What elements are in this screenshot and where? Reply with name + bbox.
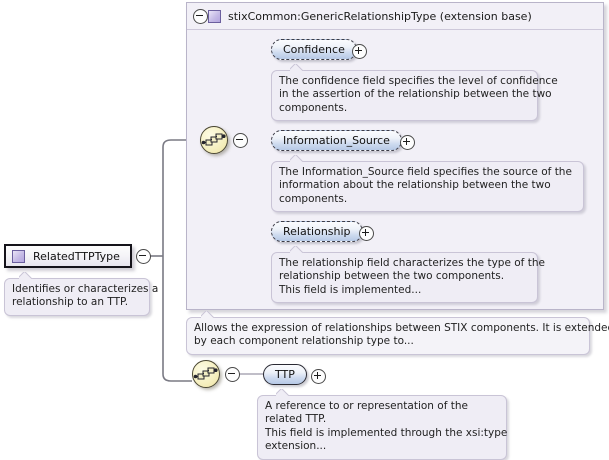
- documentation-extension-base: Allows the expression of relationships b…: [186, 317, 609, 355]
- bubble-pointer-icon-relationship: [290, 246, 304, 253]
- doc-line: A reference to or representation of the: [265, 400, 468, 412]
- sequence-compositor-icon-extension-content[interactable]: [192, 360, 220, 388]
- element-label-information-source: Information_Source: [283, 134, 390, 147]
- sequence-compositor-icon-extension-base[interactable]: [200, 126, 228, 154]
- doc-line: in the assertion of the relationship bet…: [279, 88, 552, 101]
- doc-line: Identifies or characterizes a: [12, 283, 159, 295]
- documentation-confidence: The confidence field specifies the level…: [271, 70, 558, 122]
- bubble-pointer-icon-confidence: [290, 64, 304, 71]
- minus-icon-sequence-extension-base[interactable]: [233, 133, 248, 148]
- bubble-pointer-icon-extension-base: [201, 311, 215, 318]
- plus-icon-information-source[interactable]: [400, 135, 415, 150]
- doc-line: information about the relationship betwe…: [279, 179, 551, 192]
- doc-line: extension...: [265, 440, 327, 453]
- root-type-label: RelatedTTPType: [33, 249, 120, 263]
- plus-icon-relationship[interactable]: [359, 226, 374, 241]
- sequence-glyph-icon: [201, 133, 226, 146]
- doc-line: components.: [279, 101, 348, 114]
- element-box-relationship[interactable]: Relationship: [271, 221, 363, 242]
- bubble-pointer-icon-ttp: [276, 389, 290, 396]
- documentation-relationship: The relationship field characterizes the…: [271, 252, 545, 304]
- documentation-root-type: Identifies or characterizes a relationsh…: [4, 278, 159, 316]
- complex-type-square-icon-root: [12, 249, 25, 263]
- plus-icon-confidence[interactable]: [352, 44, 367, 59]
- doc-line: relationship to an TTP.: [12, 296, 129, 309]
- element-box-information-source[interactable]: Information_Source: [271, 130, 402, 151]
- extension-base-header: stixCommon:GenericRelationshipType (exte…: [187, 3, 603, 30]
- doc-line: The confidence field specifies the level…: [279, 75, 558, 87]
- element-box-ttp[interactable]: TTP: [263, 364, 307, 385]
- documentation-information-source: The Information_Source field specifies t…: [271, 161, 584, 213]
- root-type-box-relatedttptype[interactable]: RelatedTTPType: [4, 244, 132, 268]
- doc-line: Allows the expression of relationships b…: [194, 322, 609, 334]
- complex-type-square-icon-extension-base: [208, 9, 221, 23]
- element-box-confidence[interactable]: Confidence: [271, 39, 357, 60]
- doc-line: The relationship field characterizes the…: [279, 257, 545, 269]
- doc-line: components.: [279, 192, 348, 205]
- plus-icon-ttp[interactable]: [311, 369, 326, 384]
- documentation-ttp: A reference to or representation of the …: [257, 395, 507, 460]
- extension-base-title: stixCommon:GenericRelationshipType (exte…: [228, 9, 532, 23]
- bubble-pointer-icon-information-source: [290, 155, 304, 162]
- minus-icon-sequence-extension-content[interactable]: [225, 367, 240, 382]
- doc-line: This field is implemented...: [279, 283, 422, 296]
- doc-line: by each component relationship type to..…: [194, 335, 414, 348]
- doc-line: This field is implemented through the xs…: [265, 426, 508, 439]
- doc-line: relationship between the two components.: [279, 270, 505, 283]
- minus-icon-extension-base[interactable]: [193, 8, 208, 24]
- doc-line: The Information_Source field specifies t…: [279, 166, 572, 178]
- minus-icon-root-type[interactable]: [136, 249, 151, 264]
- bubble-pointer-icon-root: [19, 272, 33, 279]
- element-label-relationship: Relationship: [283, 225, 351, 238]
- sequence-glyph-icon: [193, 367, 218, 380]
- doc-line: related TTP.: [265, 413, 327, 426]
- element-label-ttp: TTP: [275, 368, 295, 381]
- element-label-confidence: Confidence: [283, 43, 345, 56]
